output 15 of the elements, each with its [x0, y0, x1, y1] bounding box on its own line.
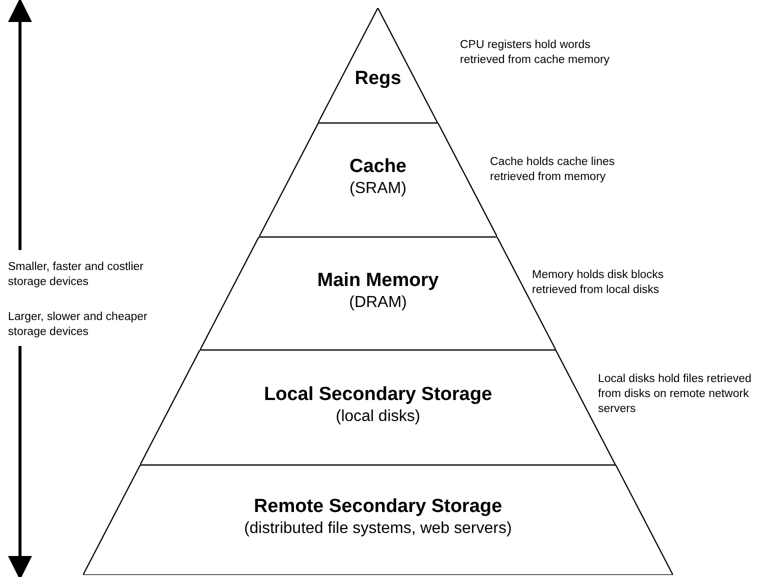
layer-title: Local Secondary Storage [264, 384, 492, 406]
layer-title: Main Memory [317, 270, 439, 292]
annotation-text: Memory holds disk blocks retrieved from local disks [532, 268, 665, 298]
layer-subtitle: (local disks) [336, 408, 420, 426]
layer-title: Remote Secondary Storage [254, 496, 502, 518]
side-note: Larger, slower and cheaper storage devices [8, 310, 148, 340]
layer-subtitle: (SRAM) [350, 180, 406, 198]
annotation-text: Cache holds cache lines retrieved from memory [490, 155, 616, 185]
annotation-text: CPU registers hold words retrieved from cache memory [460, 38, 611, 68]
layer-subtitle: (distributed file systems, web servers) [244, 520, 512, 538]
annotation-text: Local disks hold files retrieved from disks on remote network servers [598, 372, 752, 417]
layer-subtitle: (DRAM) [349, 294, 407, 312]
layer-title: Cache [349, 156, 406, 178]
side-note: Smaller, faster and costlier storage devices [8, 260, 145, 290]
layer-title: Regs [354, 68, 402, 90]
